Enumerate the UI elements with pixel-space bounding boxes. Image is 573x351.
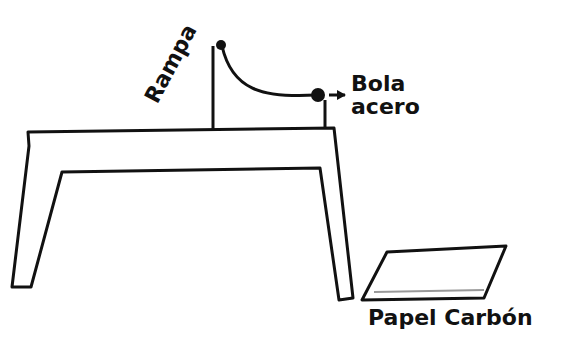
pointer-arrow (329, 94, 345, 97)
ramp-curve (222, 46, 316, 96)
ramp-support (324, 100, 327, 129)
ramp-label: Rampa (140, 20, 200, 106)
table-outline (12, 128, 353, 300)
ramp-top (216, 40, 226, 50)
carbon-paper-label: Papel Carbón (368, 306, 533, 329)
ball-label: Bola acero (351, 72, 433, 118)
ramp-post (212, 46, 215, 130)
carbon-paper-shade (374, 290, 484, 292)
steel-ball (311, 88, 325, 102)
carbon-paper (362, 246, 506, 300)
